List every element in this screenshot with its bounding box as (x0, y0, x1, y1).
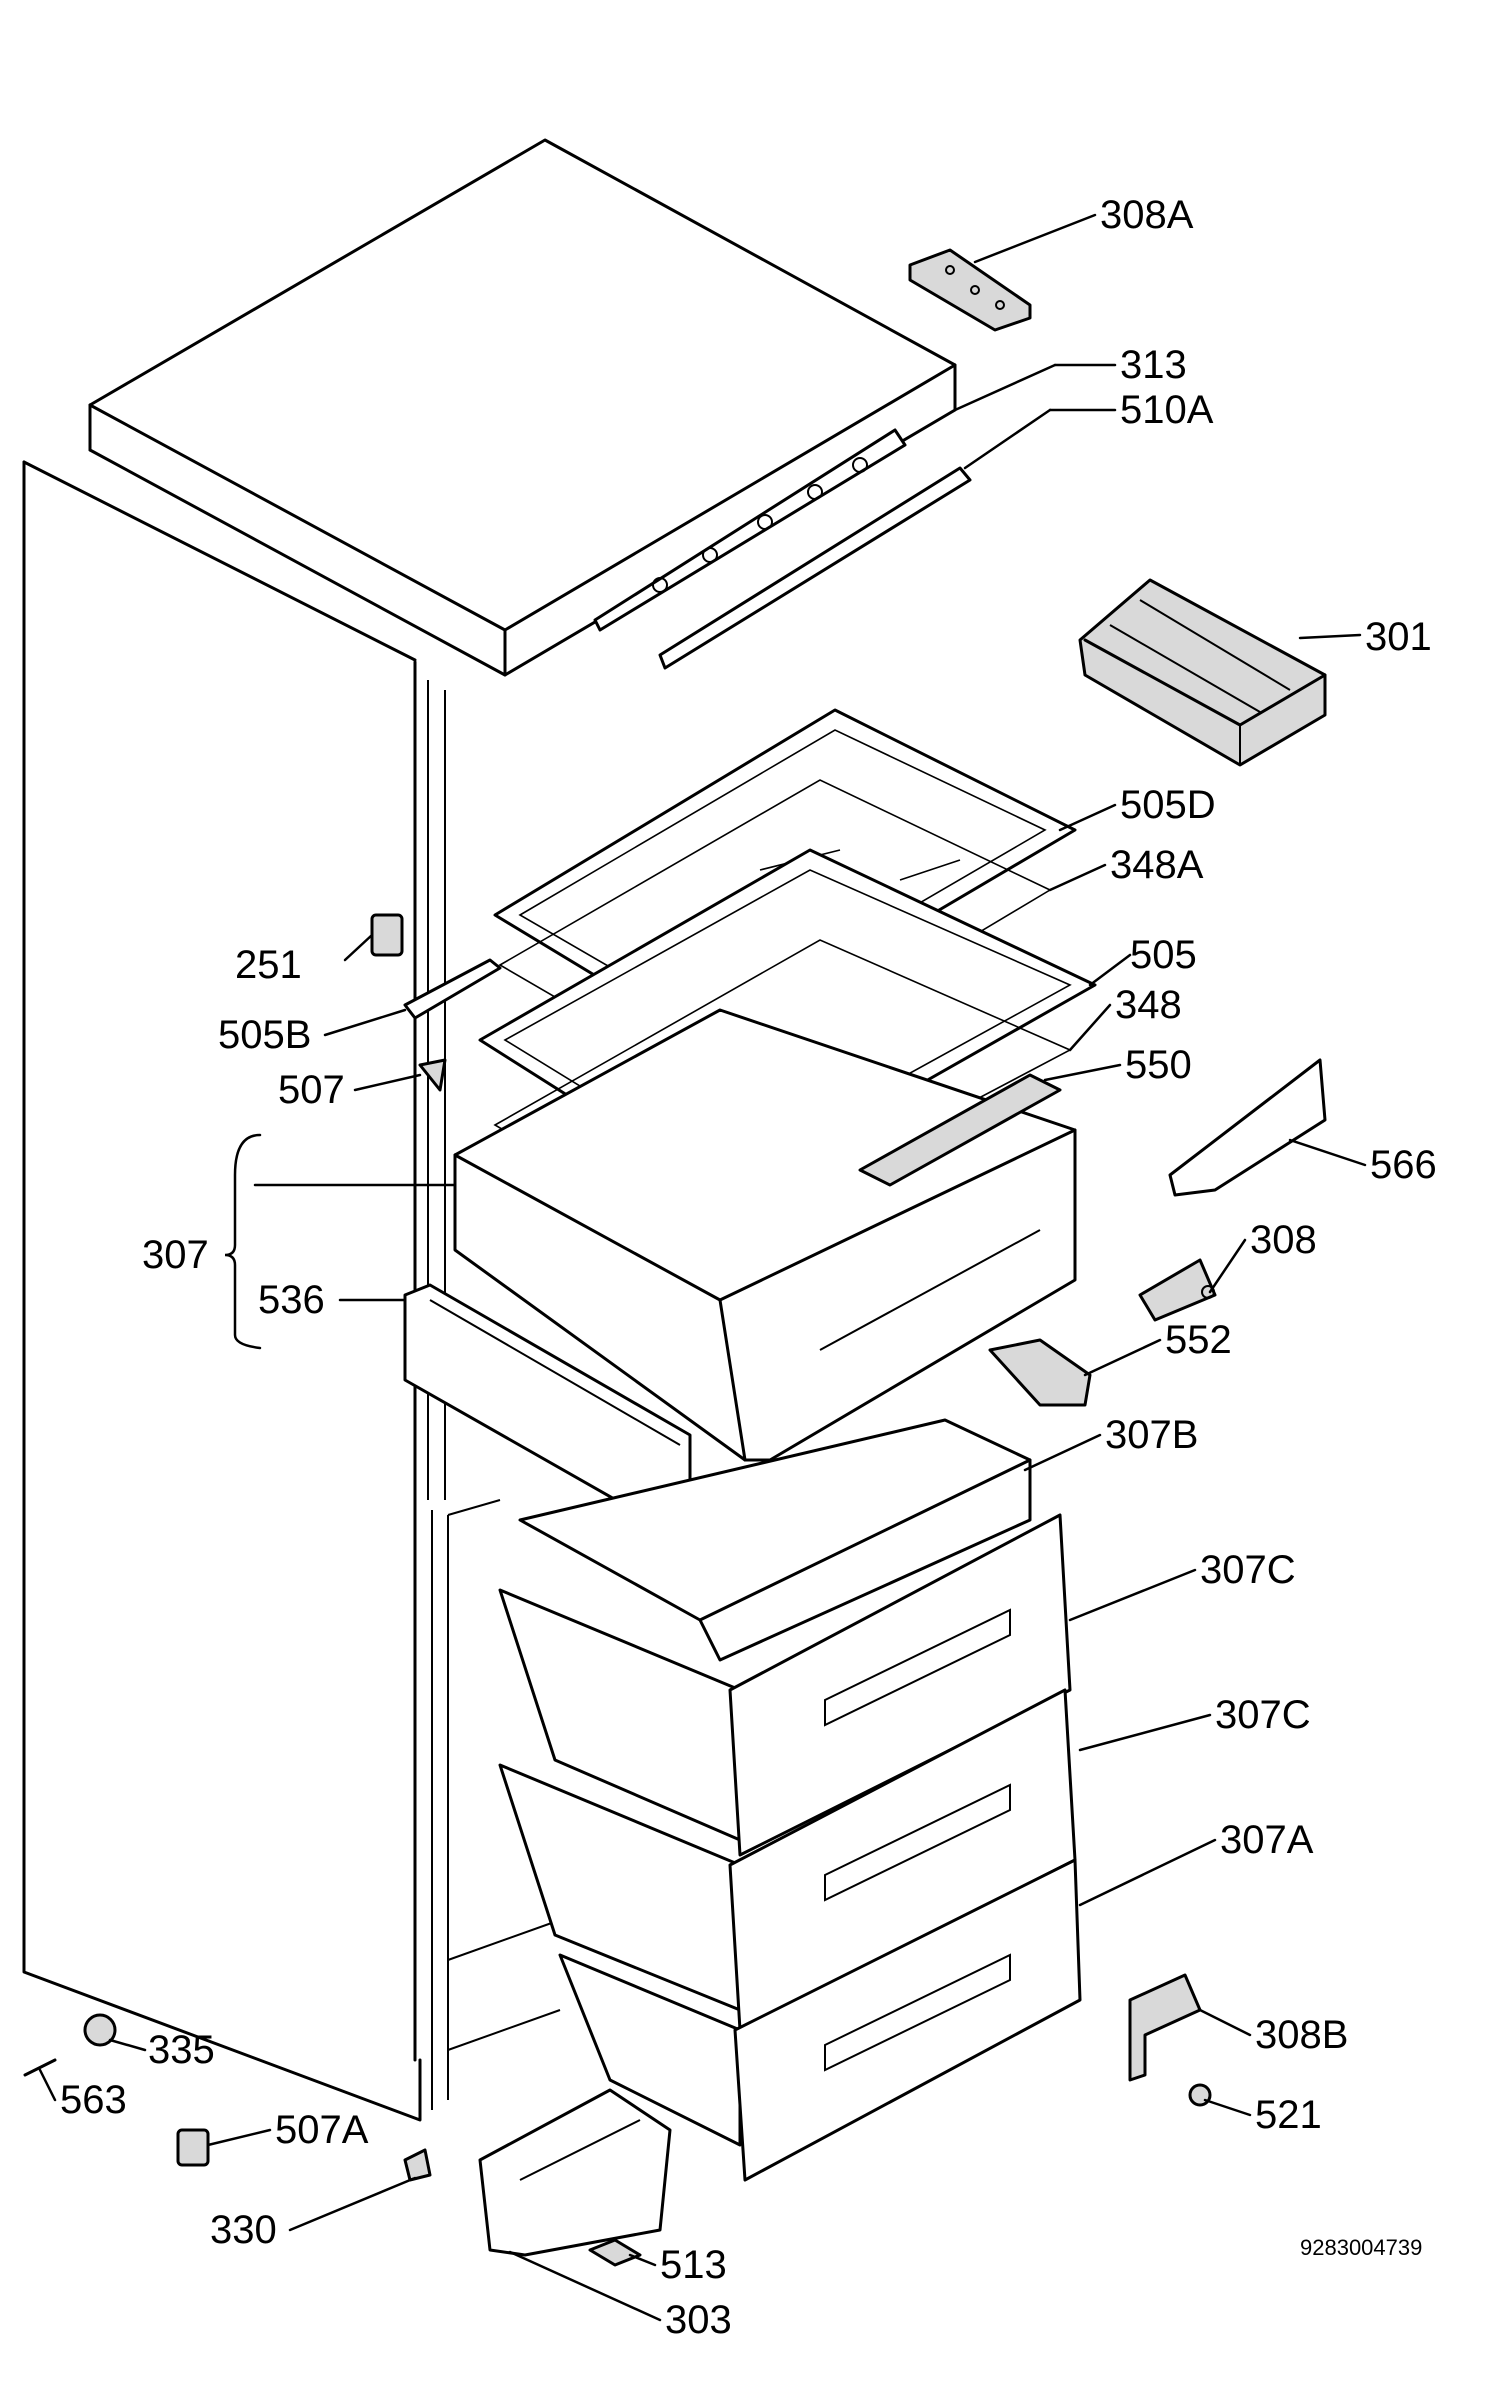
hinge-308 (1138, 1258, 1217, 1322)
bracket-505b (403, 958, 502, 1020)
label-536: 536 (258, 1278, 325, 1322)
label-307: 307 (142, 1233, 209, 1277)
label-307c-1: 307C (1200, 1548, 1296, 1592)
foot-335 (83, 2013, 117, 2047)
front-strip (658, 466, 972, 670)
label-308b: 308B (1255, 2013, 1348, 2057)
label-335: 335 (148, 2028, 215, 2072)
label-505d: 505D (1120, 783, 1216, 827)
runner-552 (988, 1338, 1092, 1407)
label-308a: 308A (1100, 193, 1194, 237)
label-348a: 348A (1110, 843, 1204, 887)
top-compartment-drawer (453, 1008, 1077, 1462)
label-330: 330 (210, 2208, 277, 2252)
label-307a: 307A (1220, 1818, 1314, 1862)
label-301: 301 (1365, 615, 1432, 659)
label-505b: 505B (218, 1013, 311, 1057)
label-566: 566 (1370, 1143, 1437, 1187)
drawing-number: 9283004739 (1300, 2235, 1422, 2260)
foot-330 (403, 2148, 432, 2182)
label-308: 308 (1250, 1218, 1317, 1262)
cap-521 (1188, 2083, 1212, 2107)
label-307b: 307B (1105, 1413, 1198, 1457)
freezer-drawer-307a (558, 1858, 1082, 2182)
clip-513 (588, 2238, 642, 2267)
label-552: 552 (1165, 1318, 1232, 1362)
ice-cube-tray (1078, 578, 1327, 767)
freezer-drawer-307c-1 (498, 1513, 1072, 1857)
clip-507a (176, 2128, 210, 2167)
stop-507 (418, 1058, 447, 1092)
clip-251 (370, 913, 404, 957)
cover-plate-307b (518, 1418, 1032, 1662)
control-panel-550 (858, 1073, 1062, 1187)
label-521: 521 (1255, 2093, 1322, 2137)
label-507a: 507A (275, 2108, 369, 2152)
hinge-top (908, 248, 1032, 332)
label-505: 505 (1130, 933, 1197, 977)
pin-563 (23, 2058, 57, 2077)
label-507: 507 (278, 1068, 345, 1112)
label-313: 313 (1120, 343, 1187, 387)
label-348: 348 (1115, 983, 1182, 1027)
leader-lines (38, 213, 1367, 2322)
handle-566 (1168, 1058, 1327, 1197)
label-513: 513 (660, 2243, 727, 2287)
callout-labels: 308A 313 510A 301 505D 348A 505 348 550 … (60, 193, 1437, 2342)
label-303: 303 (665, 2298, 732, 2342)
label-307c-2: 307C (1215, 1693, 1311, 1737)
label-510a: 510A (1120, 388, 1214, 432)
top-cover (88, 138, 957, 677)
label-251: 251 (235, 943, 302, 987)
hinge-308b (1128, 1973, 1202, 2082)
label-563: 563 (60, 2078, 127, 2122)
label-550: 550 (1125, 1043, 1192, 1087)
plinth-303 (478, 2088, 672, 2257)
